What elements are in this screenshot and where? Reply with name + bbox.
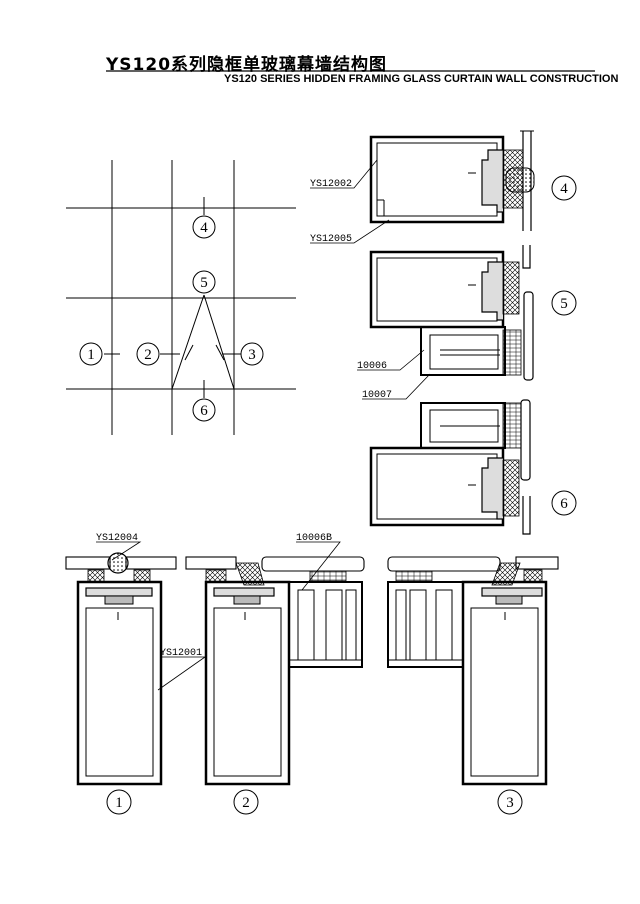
svg-text:YS12005: YS12005: [310, 234, 352, 245]
svg-text:3: 3: [248, 347, 256, 363]
grid-marker-1: 1: [79, 342, 103, 366]
section-marker-4: 4: [551, 175, 577, 201]
svg-text:10006: 10006: [357, 361, 387, 372]
svg-text:10006B: 10006B: [296, 533, 332, 544]
drawing-title-english: YS120 SERIES HIDDEN FRAMING GLASS CURTAI…: [224, 73, 619, 85]
svg-text:6: 6: [200, 403, 208, 419]
label-ys12002: YS12002: [310, 159, 378, 190]
label-ys12005: YS12005: [310, 219, 390, 245]
label-ys12001: YS12001: [157, 648, 207, 691]
svg-text:6: 6: [560, 496, 568, 512]
section-marker-6: 6: [551, 490, 577, 516]
section-3-profile: [387, 556, 559, 786]
section-4-profile: [369, 130, 535, 231]
section-marker-1: 1: [106, 789, 132, 815]
label-10007: 10007: [362, 373, 431, 401]
section-1-profile: [65, 552, 177, 786]
svg-text:2: 2: [144, 347, 152, 363]
svg-text:10007: 10007: [362, 390, 392, 401]
label-10006b: 10006B: [296, 533, 341, 591]
drawing-title-chinese: YS120系列隐框单玻璃幕墙结构图: [106, 55, 388, 75]
svg-text:YS12004: YS12004: [96, 533, 138, 544]
key-elevation-grid: [66, 160, 296, 435]
grid-marker-5: 5: [192, 270, 216, 294]
grid-marker-2: 2: [136, 342, 160, 366]
grid-marker-4: 4: [192, 215, 216, 239]
section-6-profile: [369, 399, 531, 535]
section-2-profile: [185, 556, 365, 786]
svg-text:1: 1: [115, 795, 123, 811]
svg-text:YS12002: YS12002: [310, 179, 352, 190]
svg-text:5: 5: [560, 296, 568, 312]
label-10006: 10006: [357, 349, 425, 372]
grid-marker-3: 3: [240, 342, 264, 366]
svg-text:YS12001: YS12001: [160, 648, 202, 659]
svg-text:4: 4: [560, 181, 568, 197]
section-marker-5: 5: [551, 290, 577, 316]
label-ys12004: YS12004: [96, 533, 142, 561]
svg-text:4: 4: [200, 220, 208, 236]
svg-text:1: 1: [87, 347, 95, 363]
section-5-profile: [369, 245, 534, 381]
section-marker-3: 3: [497, 789, 523, 815]
svg-text:3: 3: [506, 795, 514, 811]
svg-text:2: 2: [242, 795, 250, 811]
section-marker-2: 2: [233, 789, 259, 815]
grid-marker-6: 6: [192, 398, 216, 422]
svg-text:5: 5: [200, 275, 208, 291]
